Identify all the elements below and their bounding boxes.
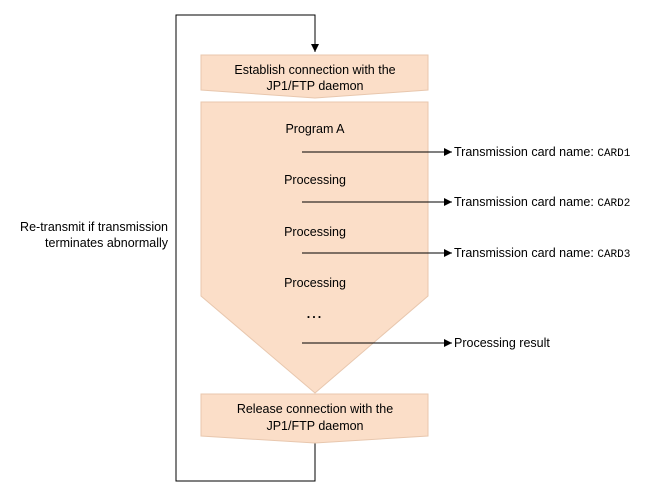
establish-connection-line2: JP1/FTP daemon [266, 79, 363, 93]
program-a-body [200, 101, 429, 394]
release-connection-box [200, 393, 429, 444]
output-label-card2: Transmission card name: CARD2 [454, 195, 630, 210]
output-label-card3: Transmission card name: CARD3 [454, 246, 630, 261]
retry-note-line1: Re-transmit if transmission [20, 220, 168, 234]
establish-connection-box [200, 54, 429, 99]
retry-loop-line [175, 14, 319, 482]
ellipsis-label: ... [307, 307, 323, 321]
release-connection-line2: JP1/FTP daemon [266, 419, 363, 433]
processing-step-2: Processing [284, 225, 346, 239]
program-a-label: Program A [285, 122, 345, 136]
processing-step-1: Processing [284, 173, 346, 187]
establish-connection-line1: Establish connection with the [234, 63, 395, 77]
processing-step-3: Processing [284, 276, 346, 290]
output-label-card1: Transmission card name: CARD1 [454, 145, 631, 160]
release-connection-line1: Release connection with the [237, 402, 393, 416]
retry-note-line2: terminates abnormally [45, 236, 169, 250]
output-label-result: Processing result [454, 336, 550, 350]
